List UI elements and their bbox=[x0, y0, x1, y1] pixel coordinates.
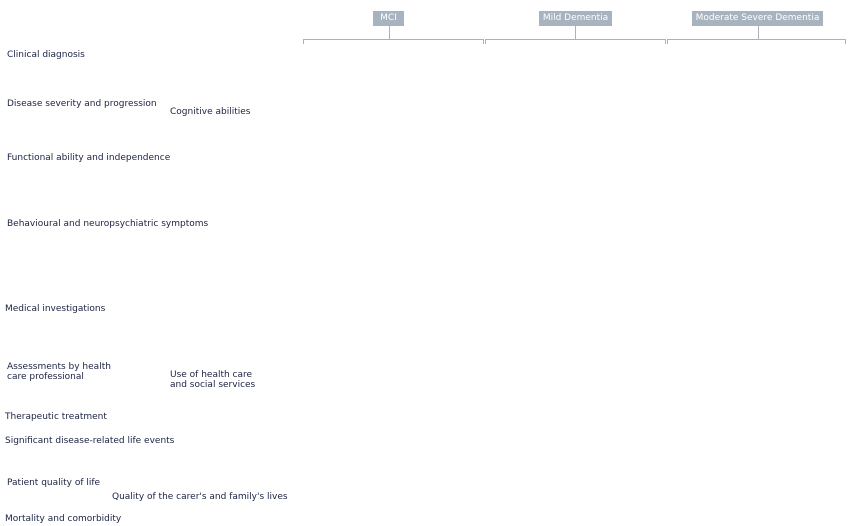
domain-therapeutic-treatment: Therapeutic treatment bbox=[5, 412, 107, 422]
stage-badge-mci: MCI bbox=[373, 11, 404, 26]
domain-health-care-line1: Use of health care bbox=[170, 370, 253, 380]
stage-badge-moderate-severe-dementia: Moderate Severe Dementia bbox=[692, 11, 823, 26]
stage-badge-mild-dementia: Mild Dementia bbox=[539, 11, 612, 26]
domain-functional-ability: Functional ability and independence bbox=[7, 153, 171, 163]
domain-assessments-line2: care professional bbox=[7, 372, 84, 382]
domain-life-events: Significant disease-related life events bbox=[5, 436, 175, 446]
domain-assessments-line1: Assessments by health bbox=[7, 362, 111, 372]
domain-cognitive-abilities: Cognitive abilities bbox=[170, 107, 251, 117]
domain-carer-qol: Quality of the carer's and family's live… bbox=[112, 492, 288, 502]
domain-medical-investigations: Medical investigations bbox=[5, 304, 106, 314]
domain-patient-qol: Patient quality of life bbox=[7, 478, 101, 488]
domain-behavioural-symptoms: Behavioural and neuropsychiatric symptom… bbox=[7, 219, 209, 229]
stage-bracket-mci bbox=[303, 26, 484, 44]
domain-mortality: Mortality and comorbidity bbox=[5, 514, 122, 524]
domain-disease-severity: Disease severity and progression bbox=[7, 99, 157, 109]
stage-bracket-moderate-severe-dementia bbox=[667, 26, 846, 44]
domain-clinical-diagnosis: Clinical diagnosis bbox=[7, 50, 85, 60]
domain-health-care-line2: and social services bbox=[170, 380, 256, 390]
stage-bracket-mild-dementia bbox=[485, 26, 666, 44]
